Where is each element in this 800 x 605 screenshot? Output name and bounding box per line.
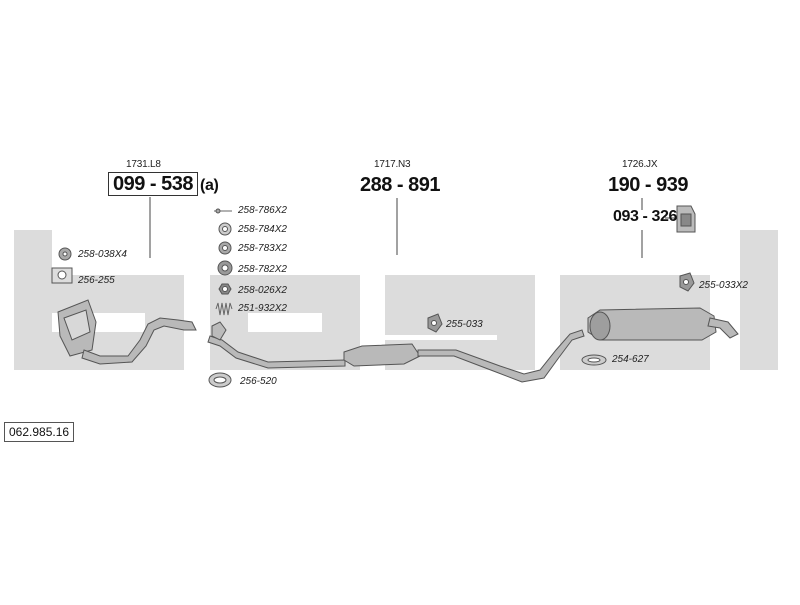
accessory-label-a2: 258-784X2	[238, 224, 287, 235]
front-part-number: 099 - 538	[108, 172, 199, 196]
accessory-label-a4: 258-782X2	[238, 264, 287, 275]
rear-silencer-drawing	[587, 307, 739, 341]
gasket-icon-258-783	[218, 241, 232, 255]
middle-part-ref: 1717.N3	[374, 159, 411, 170]
accessory-label-a9: 256-255	[78, 275, 115, 286]
nut-icon-258-026	[218, 283, 232, 295]
bolt-icon-258-786	[214, 208, 232, 214]
accessory-label-a7: 256-520	[240, 376, 277, 387]
document-number: 062.985.16	[4, 422, 75, 442]
gasket-icon-258-038	[58, 247, 72, 261]
middle-part-number: 288 - 891	[360, 174, 441, 196]
front-part-suffix: (a)	[200, 177, 219, 194]
clamp-icon-256-front	[211, 321, 227, 341]
hanger-icon-255-033	[427, 313, 443, 333]
bracket-icon-093-326	[676, 205, 696, 233]
accessory-label-a12: 254-627	[612, 354, 649, 365]
middle-pipe-drawing	[207, 329, 585, 383]
hanger-icon-255-033x2	[679, 272, 695, 292]
rear-bracket-number: 093 - 326	[613, 208, 678, 225]
spring-icon-251-932	[215, 302, 233, 316]
front-pipe-drawing	[57, 299, 197, 365]
rear-part-number: 190 - 939	[608, 174, 689, 196]
leader-lines	[149, 197, 676, 258]
clamp-icon-254-627	[581, 354, 607, 366]
accessory-label-a5: 258-026X2	[238, 285, 287, 296]
accessory-label-a10: 255-033	[446, 319, 483, 330]
accessory-label-a11: 255-033X2	[699, 280, 748, 291]
nut-icon-258-782	[217, 260, 233, 276]
rear-part-ref: 1726.JX	[622, 159, 658, 170]
washer-icon-258-784	[218, 222, 232, 236]
accessory-label-a6: 251-932X2	[238, 303, 287, 314]
accessory-label-a3: 258-783X2	[238, 243, 287, 254]
accessory-label-a1: 258-786X2	[238, 205, 287, 216]
front-part-ref: 1731.L8	[126, 159, 161, 170]
accessory-icons	[51, 205, 696, 388]
accessory-label-a8: 258-038X4	[78, 249, 127, 260]
ring-icon-256-520	[208, 372, 232, 388]
front-part-number-box: 099 - 538(a)	[108, 172, 219, 196]
flange-icon-256-255	[51, 267, 73, 284]
